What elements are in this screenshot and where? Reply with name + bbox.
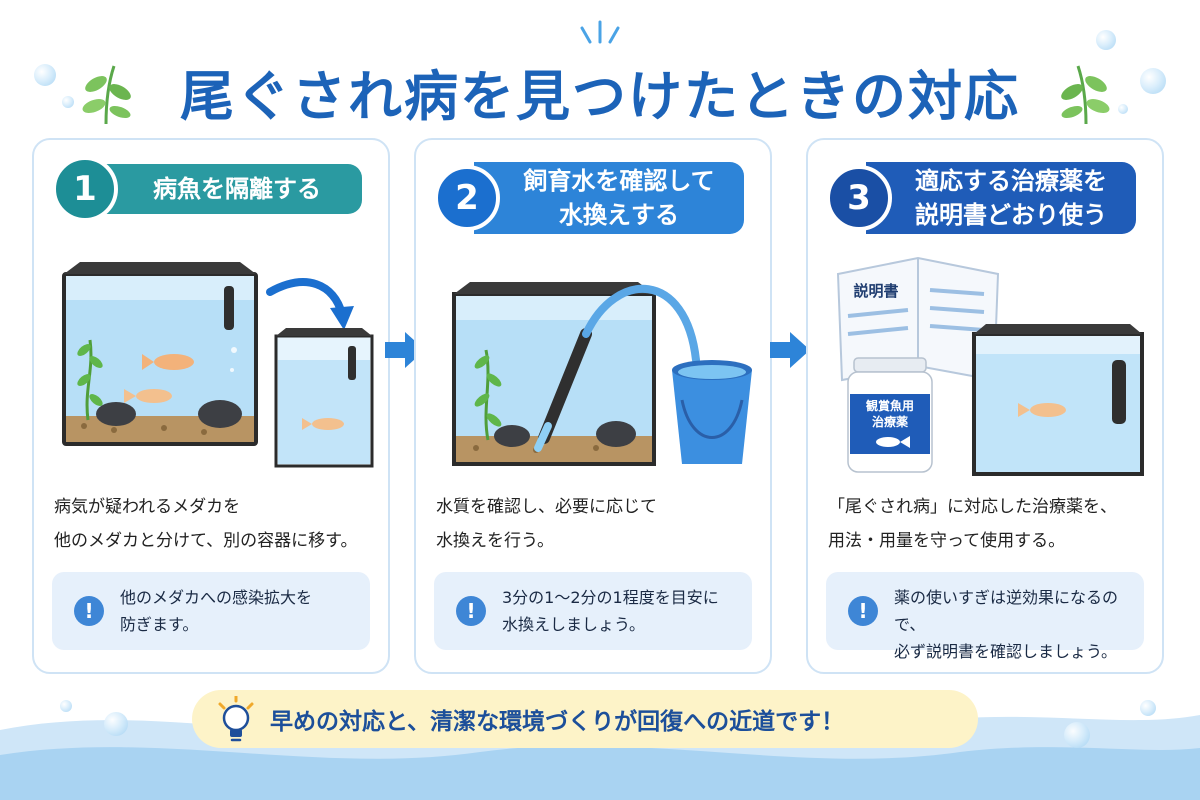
exclamation-icon: ! — [456, 596, 486, 626]
bubble-decoration — [1096, 30, 1116, 50]
bubble-decoration — [60, 700, 72, 712]
bubble-decoration — [1140, 700, 1156, 716]
heading-line: 適応する治療薬を — [915, 167, 1107, 195]
note-line: 他のメダカへの感染拡大を — [120, 588, 313, 607]
step-number-3: 3 — [826, 165, 892, 231]
step-card-1: 1 病魚を隔離する 病気が疑われるメダカを 他のメダカと分けて、別の容器 — [32, 138, 390, 674]
manual-label: 説明書 — [853, 282, 898, 300]
page-title: 尾ぐされ病を見つけたときの対応 — [180, 65, 1020, 128]
arrow-right-icon — [770, 332, 810, 368]
note-line: 3分の1～2分の1程度を目安に — [502, 588, 719, 607]
description-line: 「尾ぐされ病」に対応した治療薬を、 — [828, 497, 1117, 517]
tip-text: 早めの対応と、清潔な環境づくりが回復への近道です！ — [270, 709, 845, 735]
step-description-2: 水質を確認し、必要に応じて 水換えを行う。 — [436, 490, 756, 558]
bubble-decoration — [1118, 104, 1128, 114]
step-heading-1: 病魚を隔離する — [92, 164, 362, 214]
step-heading-2: 飼育水を確認して 水換えする — [474, 162, 744, 234]
heading-line: 水換えする — [559, 201, 679, 229]
step-note-3: ! 薬の使いすぎは逆効果になるので、 必ず説明書を確認しましょう。 — [826, 572, 1144, 661]
description-line: 他のメダカと分けて、別の容器に移す。 — [54, 531, 358, 551]
step-heading-3: 適応する治療薬を 説明書どおり使う — [866, 162, 1136, 234]
step-banner-2: 2 飼育水を確認して 水換えする — [434, 162, 744, 234]
leaf-decoration-right — [1061, 65, 1110, 125]
description-line: 病気が疑われるメダカを — [54, 497, 241, 517]
sparkle-decoration — [580, 20, 620, 44]
note-text: 他のメダカへの感染拡大を 防ぎます。 — [120, 584, 360, 638]
water-change-illustration — [452, 282, 752, 466]
exclamation-icon: ! — [74, 596, 104, 626]
description-line: 水質を確認し、必要に応じて — [436, 497, 657, 517]
isolation-tank-illustration — [62, 262, 374, 468]
bottle-label-line: 治療薬 — [872, 414, 908, 429]
bubble-decoration — [104, 712, 128, 736]
leaf-decoration-left — [82, 65, 131, 125]
step-note-2: ! 3分の1～2分の1程度を目安に 水換えしましょう。 — [434, 572, 752, 650]
step-description-1: 病気が疑われるメダカを 他のメダカと分けて、別の容器に移す。 — [54, 490, 374, 558]
fish-icon — [876, 436, 910, 448]
note-line: 必ず説明書を確認しましょう。 — [894, 642, 1118, 661]
heading-line: 飼育水を確認して — [523, 167, 715, 195]
step-card-3: 3 適応する治療薬を 説明書どおり使う 説明書 観賞魚用 治療薬 「尾ぐさ — [806, 138, 1164, 674]
step-note-1: ! 他のメダカへの感染拡大を 防ぎます。 — [52, 572, 370, 650]
step-banner-3: 3 適応する治療薬を 説明書どおり使う — [826, 162, 1136, 234]
bottle-label-line: 観賞魚用 — [866, 398, 914, 413]
note-text: 3分の1～2分の1程度を目安に 水換えしましょう。 — [502, 584, 742, 638]
note-text: 薬の使いすぎは逆効果になるので、 必ず説明書を確認しましょう。 — [894, 584, 1134, 665]
bubble-decoration — [62, 96, 74, 108]
note-line: 薬の使いすぎは逆効果になるので、 — [894, 588, 1119, 634]
step-banner-1: 1 病魚を隔離する — [52, 156, 362, 222]
heading-line: 説明書どおり使う — [915, 201, 1107, 229]
step-card-2: 2 飼育水を確認して 水換えする 水質を確認し、必要に応じて — [414, 138, 772, 674]
medication-illustration: 説明書 観賞魚用 治療薬 — [836, 256, 1144, 476]
note-line: 水換えしましょう。 — [502, 615, 646, 634]
description-line: 用法・用量を守って使用する。 — [828, 531, 1066, 551]
lightbulb-icon — [218, 696, 254, 742]
step-number-1: 1 — [52, 156, 118, 222]
note-line: 防ぎます。 — [120, 615, 199, 634]
step-description-3: 「尾ぐされ病」に対応した治療薬を、 用法・用量を守って使用する。 — [828, 490, 1148, 558]
bubble-decoration — [1064, 722, 1090, 748]
description-line: 水換えを行う。 — [436, 531, 554, 551]
bubble-decoration — [34, 64, 56, 86]
exclamation-icon: ! — [848, 596, 878, 626]
step-number-2: 2 — [434, 165, 500, 231]
bubble-decoration — [1140, 68, 1166, 94]
tip-banner: 早めの対応と、清潔な環境づくりが回復への近道です！ — [192, 690, 978, 748]
